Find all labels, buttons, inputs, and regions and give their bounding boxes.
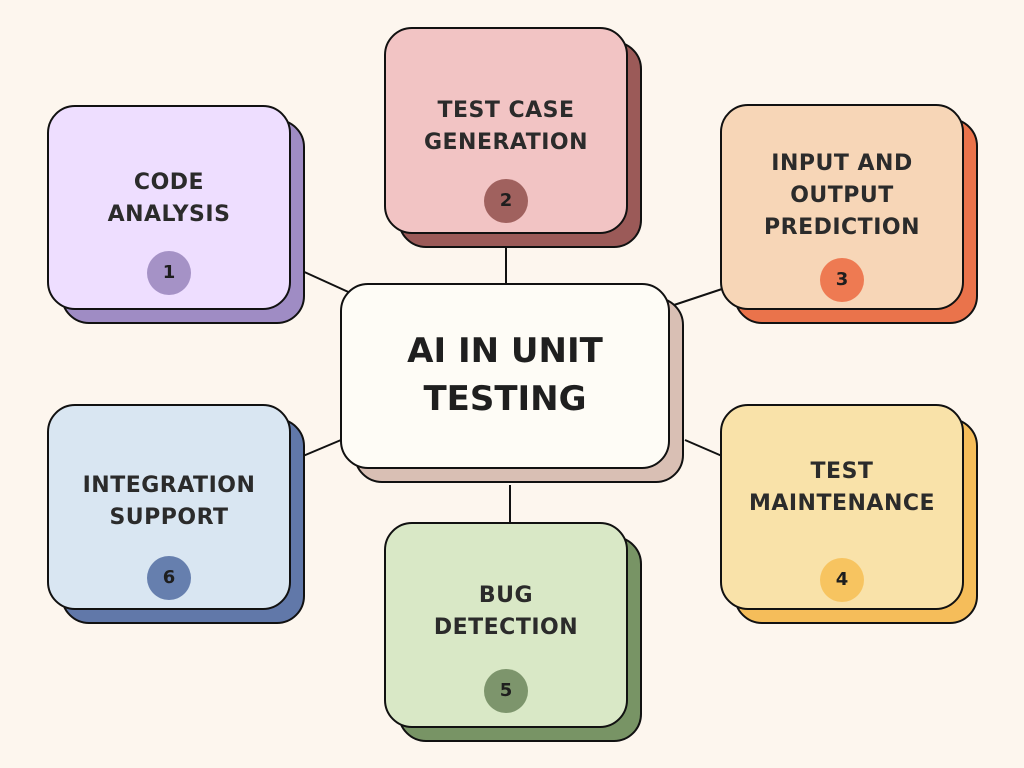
node-test-case-generation-line-2: GENERATION <box>423 130 589 155</box>
node-test-maintenance-line-2: MAINTENANCE <box>748 491 936 516</box>
node-integration-support-number-badge: 6 <box>147 556 191 600</box>
node-code-analysis-number-badge: 1 <box>147 251 191 295</box>
center-title: AI IN UNIT TESTING <box>350 327 660 423</box>
node-test-maintenance-number-badge: 4 <box>820 558 864 602</box>
node-input-output-prediction-label: INPUT AND OUTPUT PREDICTION <box>730 148 954 244</box>
node-integration-support-line-2: SUPPORT <box>109 505 229 530</box>
center-title-line-2: TESTING <box>423 379 587 419</box>
node-input-output-prediction: INPUT AND OUTPUT PREDICTION 3 <box>720 104 978 324</box>
node-bug-detection-number-badge: 5 <box>484 669 528 713</box>
node-bug-detection: BUG DETECTION 5 <box>384 522 642 742</box>
node-code-analysis-label: CODE ANALYSIS <box>57 167 281 231</box>
node-test-maintenance: TEST MAINTENANCE 4 <box>720 404 978 624</box>
node-input-output-prediction-line-3: PREDICTION <box>764 215 920 240</box>
node-bug-detection-line-1: BUG <box>478 583 534 608</box>
node-input-output-prediction-line-1: INPUT AND <box>771 151 913 176</box>
node-input-output-prediction-number-badge: 3 <box>820 258 864 302</box>
node-input-output-prediction-line-2: OUTPUT <box>790 183 894 208</box>
node-test-case-generation-line-1: TEST CASE <box>437 98 575 123</box>
center-title-line-1: AI IN UNIT <box>407 331 603 371</box>
node-test-maintenance-label: TEST MAINTENANCE <box>730 456 954 520</box>
connector-6 <box>302 439 342 457</box>
node-test-maintenance-line-1: TEST <box>810 459 874 484</box>
node-test-case-generation-number-badge: 2 <box>484 179 528 223</box>
node-code-analysis: CODE ANALYSIS 1 <box>47 105 305 324</box>
connector-4 <box>684 439 723 457</box>
node-integration-support: INTEGRATION SUPPORT 6 <box>47 404 305 624</box>
node-integration-support-line-1: INTEGRATION <box>82 473 256 498</box>
connector-1 <box>299 269 356 296</box>
node-code-analysis-line-2: ANALYSIS <box>107 202 231 227</box>
node-code-analysis-line-1: CODE <box>133 170 205 195</box>
center-node-face <box>340 283 670 469</box>
node-test-case-generation: TEST CASE GENERATION 2 <box>384 27 642 248</box>
connector-3 <box>667 288 723 308</box>
node-test-case-generation-label: TEST CASE GENERATION <box>394 95 618 159</box>
node-integration-support-label: INTEGRATION SUPPORT <box>57 470 281 534</box>
node-bug-detection-line-2: DETECTION <box>433 615 579 640</box>
center-node: AI IN UNIT TESTING <box>340 283 684 483</box>
node-bug-detection-label: BUG DETECTION <box>394 580 618 644</box>
